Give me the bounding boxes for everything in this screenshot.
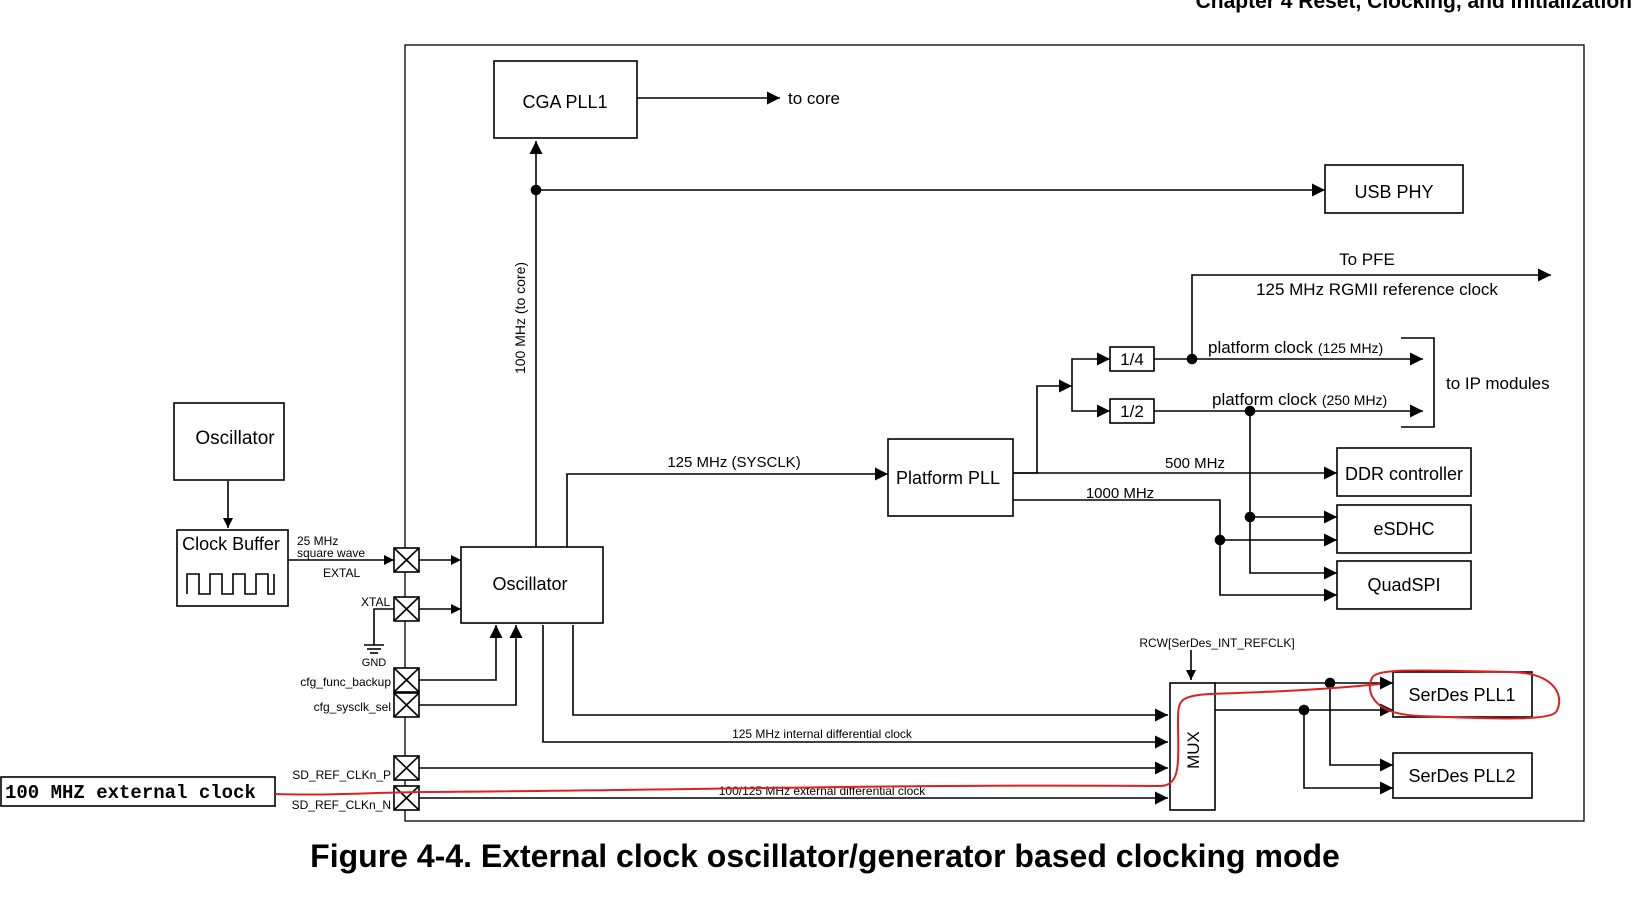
chip-boundary bbox=[404, 44, 1585, 822]
rgmii-label: 125 MHz RGMII reference clock bbox=[1256, 280, 1498, 299]
to-pfe-label: To PFE bbox=[1339, 250, 1395, 269]
sd-ref-clk-p-label: SD_REF_CLKn_P bbox=[292, 768, 391, 782]
square-wave-label-1: 25 MHz bbox=[297, 534, 338, 548]
oscillator-block bbox=[460, 546, 604, 624]
sd-ref-clk-n-pin bbox=[393, 785, 420, 811]
rcw-label: RCW[SerDes_INT_REFCLK] bbox=[1139, 636, 1294, 650]
annotation-box bbox=[0, 776, 276, 807]
divider-half-label: 1/2 bbox=[1120, 402, 1144, 421]
square-wave-label-2: square wave bbox=[297, 546, 365, 560]
internal-diff-clock-line bbox=[572, 625, 1168, 722]
core-clock-label: 100 MHz (to core) bbox=[512, 262, 528, 374]
cga-pll1-label: CGA PLL1 bbox=[522, 92, 607, 112]
pfe-arrow bbox=[1191, 268, 1551, 359]
annotation-trace bbox=[274, 683, 1381, 796]
usb-phy-label: USB PHY bbox=[1354, 182, 1433, 202]
cfg-func-backup-label: cfg_func_backup bbox=[300, 675, 391, 689]
internal-diff-clock-label: 125 MHz internal differential clock bbox=[732, 727, 913, 741]
xtal-label: XTAL bbox=[361, 595, 390, 609]
quadspi-label: QuadSPI bbox=[1367, 575, 1440, 595]
mhz500-label: 500 MHz bbox=[1165, 455, 1225, 472]
serdes-pll2-block bbox=[1392, 752, 1533, 799]
xtal-pin bbox=[393, 596, 420, 622]
cfg-sysclk-sel-label: cfg_sysclk_sel bbox=[314, 700, 391, 714]
ddr-controller-block bbox=[1336, 447, 1472, 497]
extal-label: EXTAL bbox=[323, 566, 360, 580]
oscillator-label: Oscillator bbox=[492, 574, 567, 594]
chapter-header: Chapter 4 Reset, Clocking, and Initializ… bbox=[1195, 0, 1632, 13]
mhz1000-label: 1000 MHz bbox=[1086, 485, 1154, 502]
mux-label: MUX bbox=[1184, 731, 1203, 769]
usb-phy-block bbox=[1324, 164, 1464, 214]
external-oscillator-label: Oscillator bbox=[195, 428, 275, 449]
divider-quarter-label: 1/4 bbox=[1120, 350, 1144, 369]
gnd-label: GND bbox=[362, 657, 387, 669]
platform-pll-block bbox=[887, 438, 1014, 517]
cfg-func-line bbox=[419, 625, 503, 681]
serdes-pll1-label: SerDes PLL1 bbox=[1408, 685, 1515, 705]
esdhc-block bbox=[1336, 504, 1472, 554]
cfg-sysclk-sel-pin bbox=[393, 692, 420, 718]
external-oscillator-block bbox=[173, 402, 285, 481]
quadspi-block bbox=[1336, 560, 1472, 610]
figure-caption: Figure 4-4. External clock oscillator/ge… bbox=[310, 838, 1340, 874]
platform-pll-label: Platform PLL bbox=[896, 468, 1000, 488]
sysclk-label: 125 MHz (SYSCLK) bbox=[667, 454, 800, 471]
platform-clock-250-label: platform clock(250 MHz) bbox=[1212, 390, 1387, 409]
sd-ref-clk-n-label: SD_REF_CLKn_N bbox=[292, 798, 391, 812]
sysclk-arrow bbox=[566, 467, 888, 547]
cfg-func-backup-pin bbox=[393, 667, 420, 693]
cga-pll1-block bbox=[493, 60, 638, 139]
sd-ref-clk-p-pin bbox=[393, 755, 420, 781]
to-core-label: to core bbox=[788, 89, 840, 108]
annotation-label: 100 MHZ external clock bbox=[5, 782, 256, 804]
serdes-pll1-block bbox=[1392, 671, 1533, 718]
to-ip-modules-label: to IP modules bbox=[1446, 374, 1550, 393]
ddr-controller-label: DDR controller bbox=[1345, 464, 1463, 484]
platform-clock-125-label: platform clock(125 MHz) bbox=[1208, 338, 1383, 357]
cfg-sysclk-line bbox=[419, 625, 523, 706]
square-wave-icon bbox=[186, 573, 275, 595]
esdhc-label: eSDHC bbox=[1373, 519, 1434, 539]
annotation-circle bbox=[1368, 669, 1561, 720]
clock-buffer-label: Clock Buffer bbox=[182, 534, 280, 554]
divider-half-block bbox=[1109, 398, 1155, 424]
serdes-pll2-label: SerDes PLL2 bbox=[1408, 766, 1515, 786]
extal-pin bbox=[393, 547, 420, 573]
divider-quarter-block bbox=[1109, 346, 1155, 372]
